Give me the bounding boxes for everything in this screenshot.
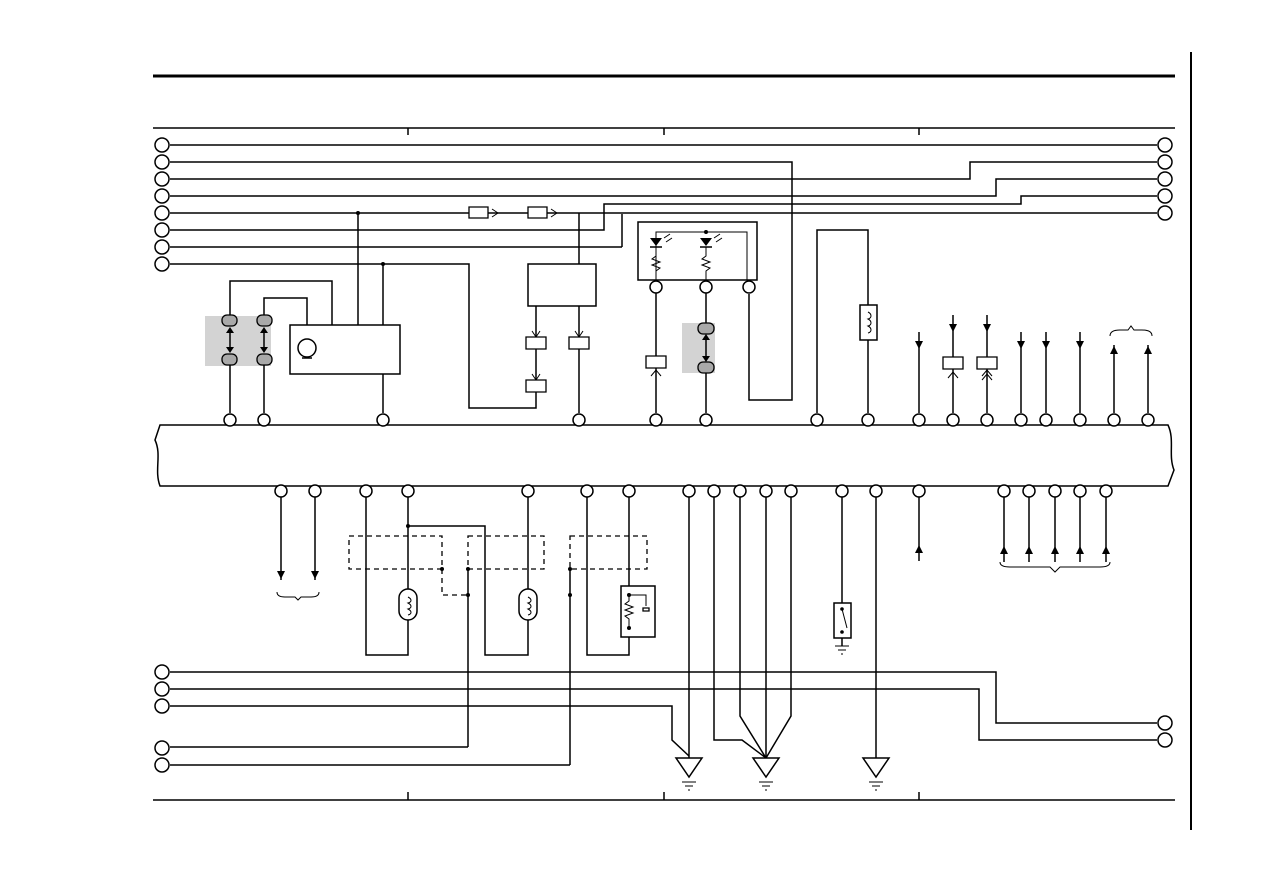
lower-left-outputs [277,497,319,600]
motor-unit [290,211,400,413]
ground-icon [863,758,889,790]
ground-icon [676,758,702,790]
ecu-terminals-top [224,414,1154,426]
page-frame [153,52,1191,830]
ground-switch [834,497,851,654]
indicator-module [638,222,757,413]
switch-icon [840,607,847,634]
right-terminals-top [1158,138,1172,220]
inline-resistors [469,207,557,218]
resistor-icon [625,595,633,628]
coil-icon [868,312,871,333]
lamp-circuits [349,497,655,765]
ground-icon [753,758,779,790]
sensor-module [526,213,596,413]
ecu-terminals-bottom [275,485,1112,497]
resistor-icon [652,247,660,280]
motor-connector-block [205,281,332,413]
resistor-icon [702,247,710,280]
top-right-inputs [915,315,1152,413]
lamp-icon [399,589,417,620]
left-terminals-top [155,138,169,271]
lower-terminals [155,665,1172,772]
upper-bus-wires [170,145,1157,408]
control-unit-body [155,425,1174,486]
lower-right-inputs [915,497,1110,572]
motor-icon [298,339,316,358]
lower-bus-wires [170,672,1157,765]
ground-connections [676,497,889,790]
lamp-icon [519,589,537,620]
relay-coil [817,230,877,413]
